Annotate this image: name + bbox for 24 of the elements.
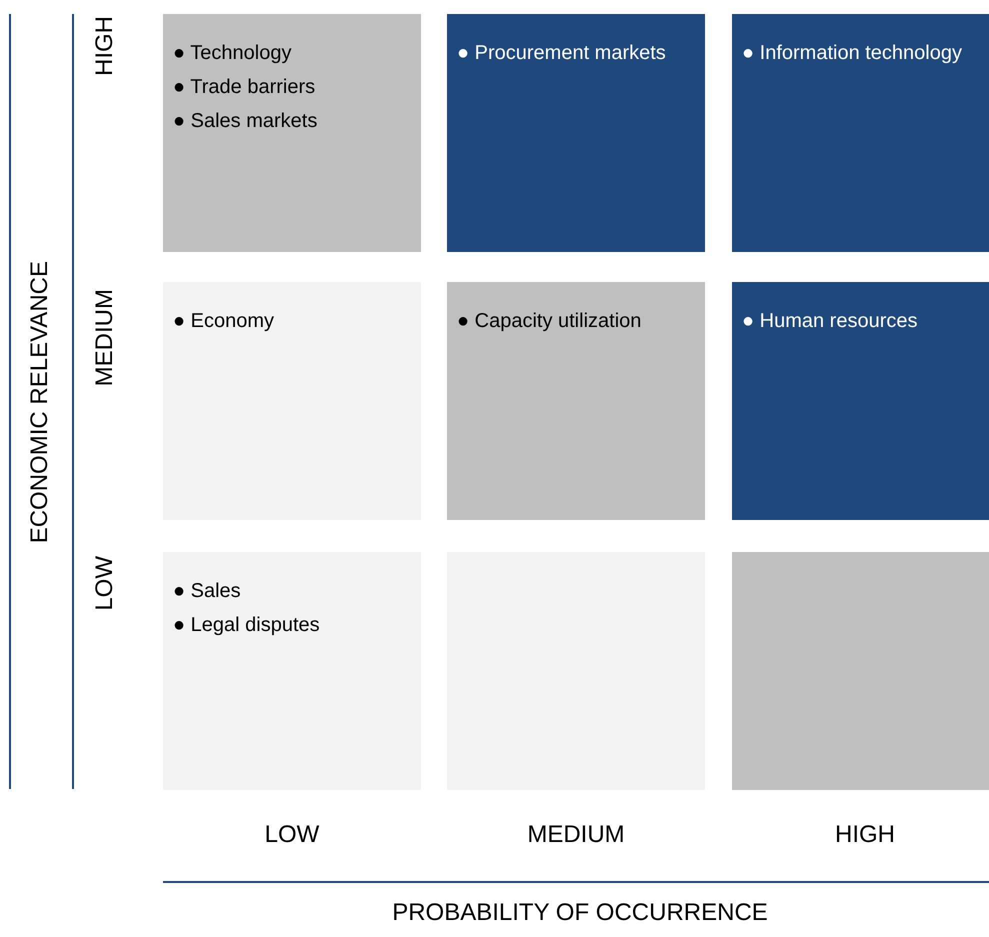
- list-item: ● Information technology: [742, 41, 962, 66]
- list-item: ● Sales markets: [173, 109, 318, 134]
- list-item: ● Sales: [173, 579, 241, 604]
- matrix-cell: [447, 14, 705, 252]
- matrix-cell: [163, 14, 421, 252]
- list-item: ● Human resources: [742, 309, 918, 334]
- list-item: ● Procurement markets: [457, 41, 666, 66]
- list-item: ● Capacity utilization: [457, 309, 642, 334]
- axis-tick-label: MEDIUM: [91, 289, 119, 387]
- matrix-cell: [447, 282, 705, 520]
- matrix-cell: [732, 14, 989, 252]
- matrix-cell: [732, 552, 989, 790]
- axis-tick-label: HIGH: [835, 821, 895, 849]
- axis-tick-label: LOW: [264, 821, 320, 849]
- list-item: ● Trade barriers: [173, 75, 316, 100]
- list-item: ● Economy: [173, 309, 274, 334]
- axis-tick-label: LOW: [91, 556, 119, 610]
- axis-title: PROBABILITY OF OCCURRENCE: [392, 899, 768, 927]
- matrix-cell: [732, 282, 989, 520]
- list-item: ● Legal disputes: [173, 613, 320, 638]
- axis-tick-label: HIGH: [91, 16, 119, 76]
- list-item: ● Technology: [173, 41, 292, 66]
- axis-tick-label: MEDIUM: [527, 821, 625, 849]
- axis-title: ECONOMIC RELEVANCE: [26, 260, 54, 544]
